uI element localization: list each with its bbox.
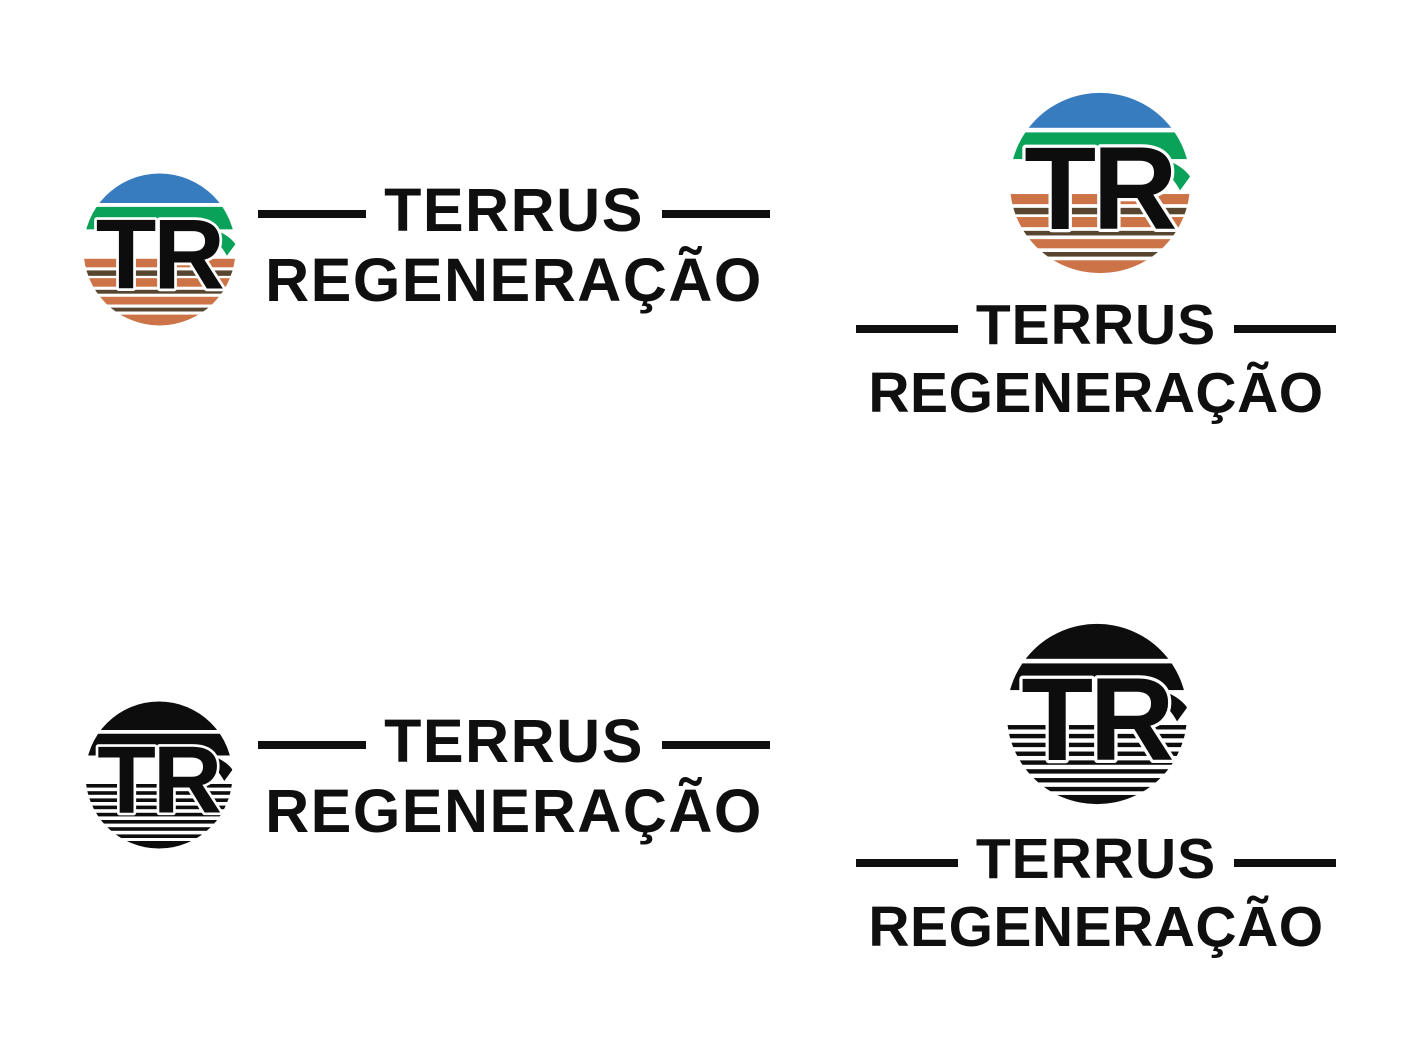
wordmark: TERRUS REGENERAÇÃO <box>258 175 771 315</box>
dash-right <box>1234 858 1337 867</box>
dash-left <box>856 324 958 333</box>
terrus-logo-mark-icon <box>1008 91 1192 275</box>
brand-name-line1: TERRUS <box>384 707 644 775</box>
wordmark-line1: TERRUS <box>856 290 1337 360</box>
terrus-logo-mark-icon <box>82 172 237 327</box>
lockup-color-horizontal: TERRUS REGENERAÇÃO <box>82 172 782 372</box>
dash-left <box>258 209 367 218</box>
brand-name-line2: REGENERAÇÃO <box>868 895 1324 959</box>
terrus-logo-mark-icon <box>1005 622 1189 806</box>
brand-name-line1: TERRUS <box>384 176 644 244</box>
terrus-logo-mark-icon <box>84 700 234 850</box>
logo-mark-color <box>82 172 237 327</box>
dash-right <box>661 740 771 749</box>
dash-right <box>661 209 771 218</box>
brand-name-line1: TERRUS <box>975 293 1217 357</box>
lockup-mono-stacked: TERRUS REGENERAÇÃO <box>856 622 1337 982</box>
logo-mark-mono <box>1005 622 1189 806</box>
dash-left <box>258 740 367 749</box>
wordmark-line1: TERRUS <box>258 175 771 245</box>
wordmark: TERRUS REGENERAÇÃO <box>258 706 771 846</box>
brand-name-line1: TERRUS <box>975 827 1217 891</box>
dash-left <box>856 858 958 867</box>
lockup-mono-horizontal: TERRUS REGENERAÇÃO <box>84 700 784 900</box>
dash-right <box>1234 324 1337 333</box>
wordmark: TERRUS REGENERAÇÃO <box>856 824 1337 964</box>
brand-name-line2: REGENERAÇÃO <box>265 246 763 314</box>
logo-mark-color <box>1008 91 1192 275</box>
wordmark: TERRUS REGENERAÇÃO <box>856 290 1337 430</box>
wordmark-line1: TERRUS <box>856 824 1337 894</box>
logo-mark-mono <box>84 700 234 850</box>
lockup-color-stacked: TERRUS REGENERAÇÃO <box>856 91 1337 451</box>
brand-name-line2: REGENERAÇÃO <box>265 777 763 845</box>
wordmark-line1: TERRUS <box>258 706 771 776</box>
brand-name-line2: REGENERAÇÃO <box>868 361 1324 425</box>
